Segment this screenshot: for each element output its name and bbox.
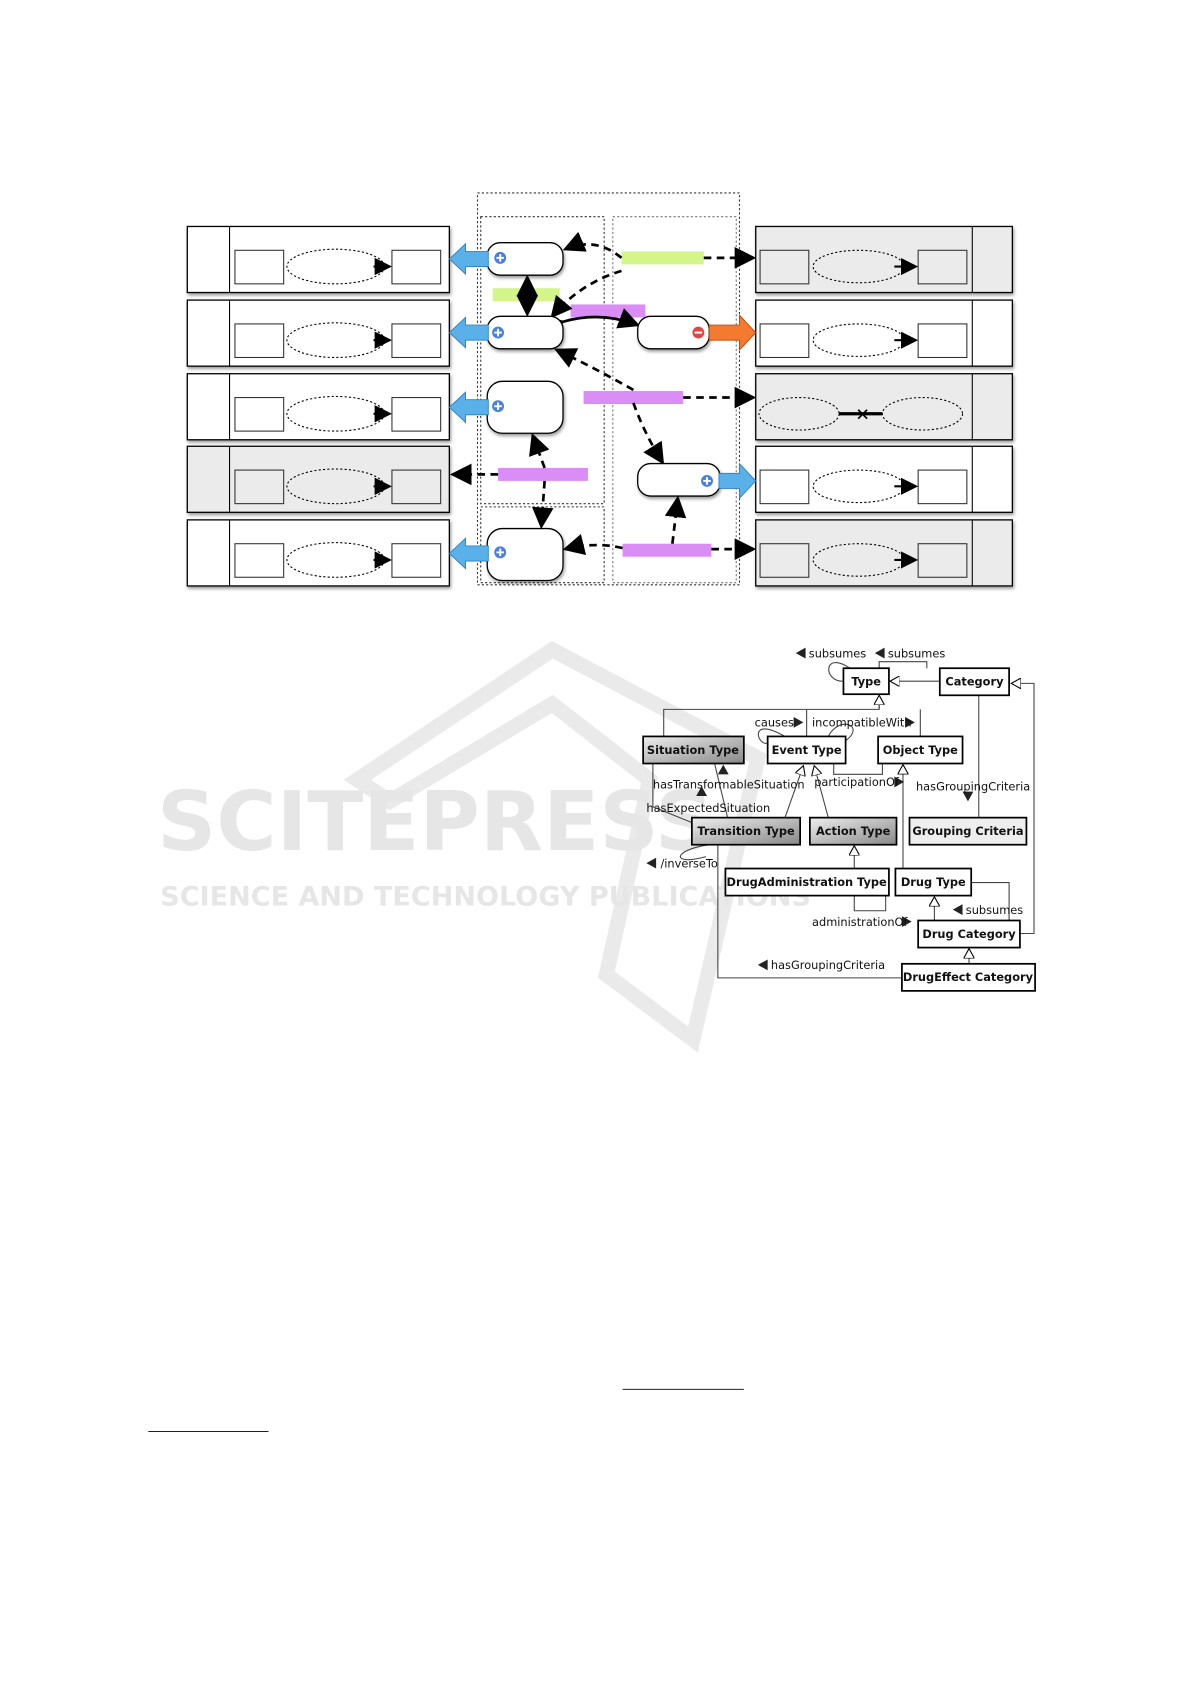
purple-label <box>583 391 684 405</box>
class-label: Object Type <box>883 743 958 757</box>
green-label <box>621 251 704 265</box>
right-row-box <box>755 519 1013 587</box>
blue-arrow-right <box>718 462 757 500</box>
left-row-box <box>186 225 450 294</box>
uml-class-event-type <box>766 735 847 765</box>
uml-class-drug-effect-category <box>901 962 1036 992</box>
minus-icon <box>691 325 706 340</box>
uml-class-drug-administration-type <box>724 867 890 897</box>
uml-class-situation-type <box>642 735 745 765</box>
right-row-box <box>755 225 1013 294</box>
class-label: Grouping Criteria <box>912 824 1023 838</box>
relation-label: hasGroupingCriteria <box>916 780 1030 794</box>
uml-class-transition-type <box>690 816 802 846</box>
process-diagram: ✕ <box>186 192 1013 587</box>
blue-arrow-left <box>448 537 489 570</box>
uml-class-action-type <box>809 816 898 846</box>
plus-icon <box>493 545 508 560</box>
plus-icon <box>699 473 715 488</box>
uml-class-diagram: Type Category Situation Type Event Type … <box>642 646 1036 992</box>
right-row-box <box>755 299 1013 367</box>
relation-label: incompatibleWith <box>812 716 912 730</box>
class-label: Drug Category <box>922 927 1016 941</box>
relation-label: subsumes <box>888 646 945 660</box>
plus-icon <box>491 399 506 414</box>
uml-class-object-type <box>877 735 964 765</box>
orange-arrow-right <box>708 314 757 351</box>
uml-class-category <box>938 667 1010 697</box>
class-label: DrugEffect Category <box>903 970 1034 984</box>
class-label: Action Type <box>816 824 891 838</box>
purple-label <box>498 467 588 481</box>
class-label: Transition Type <box>697 824 795 838</box>
watermark-title: SCITEPRESS <box>157 775 714 870</box>
class-label: Drug Type <box>901 875 966 889</box>
plus-icon <box>491 325 506 340</box>
class-label: Event Type <box>772 743 842 757</box>
left-row-box <box>186 299 450 367</box>
class-label: DrugAdministration Type <box>727 875 887 889</box>
uml-class-drug-type <box>894 867 973 897</box>
relation-label: /inverseTo <box>660 856 717 870</box>
relation-label: hasExpectedSituation <box>646 801 770 815</box>
blue-arrow-left <box>448 391 489 424</box>
central-container <box>476 192 741 586</box>
blue-arrow-left <box>448 242 489 276</box>
purple-label <box>622 543 712 557</box>
uml-class-type <box>842 667 890 696</box>
relation-label: subsumes <box>966 903 1023 917</box>
uml-class-drug-category <box>917 919 1021 949</box>
right-row-box <box>755 445 1013 513</box>
class-label: Type <box>851 675 881 689</box>
relation-label: administrationOf <box>812 915 908 929</box>
left-row-box <box>186 445 450 513</box>
uml-class-grouping-criteria <box>908 816 1028 846</box>
left-row-box <box>186 519 450 587</box>
watermark: SCITEPRESS SCIENCE AND TECHNOLOGY PUBLIC… <box>157 641 811 1053</box>
relation-label: hasTransformableSituation <box>653 777 805 791</box>
cross-icon: ✕ <box>855 405 870 425</box>
relation-label: causes <box>755 716 794 730</box>
left-row-box <box>186 373 450 441</box>
relation-label: subsumes <box>809 646 866 660</box>
relation-label: hasGroupingCriteria <box>771 958 885 972</box>
plus-icon <box>493 250 508 265</box>
blue-arrow-left <box>448 316 489 349</box>
watermark-subtitle: SCIENCE AND TECHNOLOGY PUBLICATIONS <box>160 881 811 912</box>
class-label: Situation Type <box>647 743 739 757</box>
class-label: Category <box>945 675 1004 689</box>
relation-label: participationOf <box>814 775 900 789</box>
right-row-box: ✕ <box>755 373 1013 441</box>
purple-label <box>570 304 646 318</box>
